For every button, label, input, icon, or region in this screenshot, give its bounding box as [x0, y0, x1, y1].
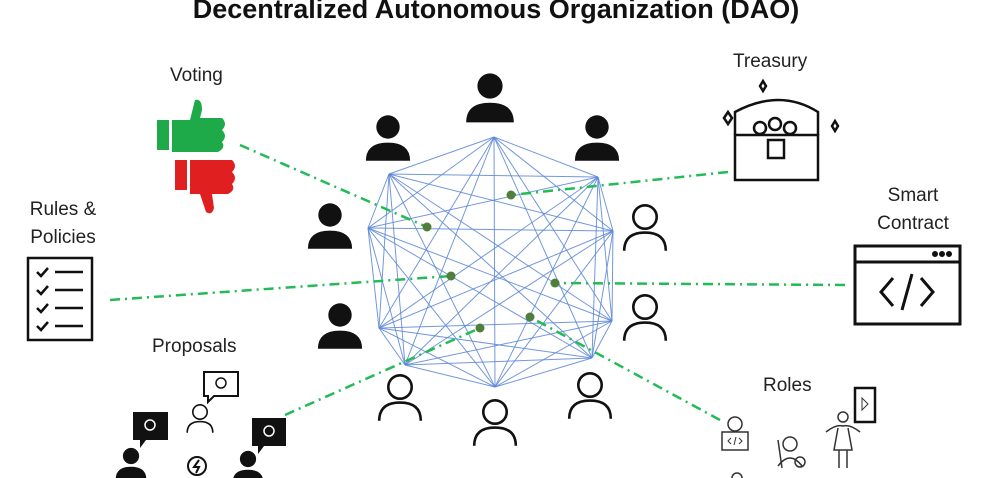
network-edge [597, 176, 614, 232]
network-edge [388, 173, 406, 366]
label-voting: Voting [170, 65, 223, 86]
person-icon-left-woman [317, 303, 363, 349]
node-treasury [506, 190, 516, 200]
network-edge [367, 136, 495, 229]
connector-roles [529, 315, 721, 422]
label-roles: Roles [763, 375, 812, 396]
network-edge [378, 327, 406, 366]
connector-voting [239, 143, 428, 229]
network-edge [378, 327, 496, 388]
network-edge [378, 176, 599, 329]
network-edge [494, 230, 614, 388]
label-rules: Rules & Policies [18, 196, 108, 252]
network-edge [367, 227, 406, 366]
network-edge [591, 320, 613, 359]
network-edge [493, 136, 613, 322]
diagram-title: Decentralized Autonomous Organization (D… [192, 0, 800, 24]
label-rules-line1: Rules & [29, 199, 97, 220]
network-edge [367, 173, 390, 229]
network-edge [388, 173, 496, 388]
connector-lines [109, 143, 846, 422]
person-icon-businessman [365, 115, 411, 161]
network-edge [388, 173, 599, 178]
network-edge [388, 136, 495, 175]
network-edge [367, 227, 380, 329]
network-edge [404, 230, 614, 366]
proposal-person-dark-right-icon [232, 418, 286, 478]
connector-proposals [284, 326, 481, 417]
label-proposals: Proposals [152, 336, 237, 357]
network-edge [404, 176, 599, 366]
connector-treasury [510, 170, 729, 197]
network-edge [367, 227, 496, 388]
network-edge [378, 136, 495, 329]
network-edge [378, 173, 390, 329]
code-window-icon [853, 244, 962, 326]
network-edge [378, 327, 593, 359]
label-rules-line2: Policies [30, 227, 96, 248]
network-edge [597, 176, 613, 322]
label-smart-line1: Smart [887, 185, 939, 206]
network-edge [367, 227, 614, 232]
artist-role-icon [777, 436, 806, 469]
network-edge [388, 173, 614, 232]
lightning-bulb-icon [187, 456, 207, 476]
network-edge [494, 357, 593, 388]
node-smart-contract [550, 278, 560, 288]
proposal-person-dark-left-icon [115, 412, 168, 478]
network-edge [404, 357, 593, 366]
network-edge [493, 136, 614, 232]
network-edge [493, 136, 496, 388]
person-icon-right-suit-outline [622, 293, 668, 343]
network-edge [388, 173, 593, 359]
network-edge [611, 230, 614, 322]
network-edge [494, 320, 613, 388]
connector-smart-contract [554, 281, 846, 287]
connector-rules [109, 274, 452, 302]
label-treasury: Treasury [733, 51, 808, 72]
proposal-person-idea-icon [186, 371, 239, 434]
network-edge [388, 173, 613, 322]
person-icon-bottom-outline [472, 398, 518, 448]
network-edge [591, 176, 599, 359]
person-icon-man [574, 115, 620, 161]
presenter-role-icon [825, 386, 877, 468]
network-edge [494, 176, 599, 388]
network-edge [367, 227, 613, 322]
network-nodes [422, 190, 560, 333]
node-voting [422, 222, 432, 232]
network-edge [404, 320, 613, 366]
node-proposals [475, 323, 485, 333]
network-edge [378, 320, 613, 329]
network-edge [493, 136, 599, 178]
person-icon-bottom-left-outline [377, 373, 423, 423]
developer-role-icon [721, 416, 749, 478]
person-icon-right-outline [622, 204, 668, 253]
network-edge [404, 364, 496, 388]
person-icon-left [307, 203, 353, 249]
person-icon-top-woman [466, 73, 514, 123]
thumbs-up-icon [157, 99, 225, 152]
network-edge [591, 230, 614, 359]
treasure-chest-icon [722, 78, 840, 182]
person-icon-bottom-right-outline [567, 371, 613, 421]
node-roles [525, 312, 535, 322]
node-rules [446, 271, 456, 281]
network-edge [378, 230, 614, 329]
network-edge [367, 227, 593, 359]
network-edges [367, 136, 614, 388]
label-smart-line2: Contract [877, 213, 949, 234]
checklist-icon [26, 256, 94, 342]
thumbs-down-icon [175, 160, 235, 214]
network-edge [493, 136, 593, 359]
network-edge [367, 176, 599, 229]
